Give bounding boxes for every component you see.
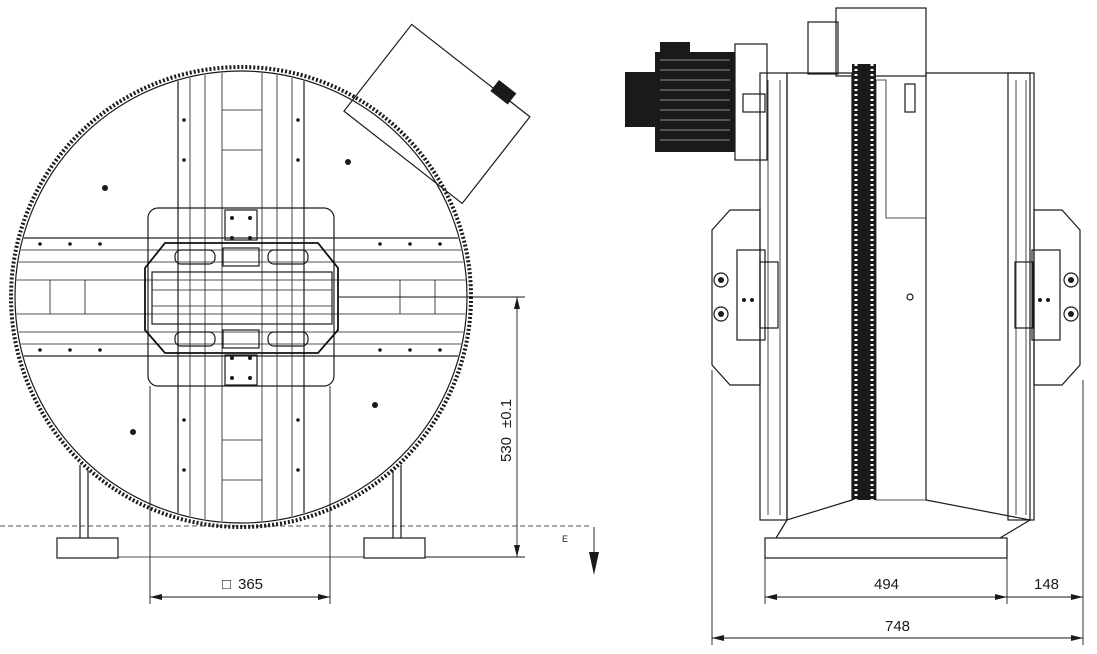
left-frame-plate xyxy=(759,72,788,521)
dim-height-530: 530 ±0.1 xyxy=(338,296,525,558)
front-base-feet xyxy=(56,465,426,559)
side-base xyxy=(764,537,1008,559)
dim-offset-148: 148 xyxy=(1007,380,1084,645)
ring-gear-section xyxy=(852,64,876,500)
front-view: E □ 365 530 ±0.1 xyxy=(0,23,599,604)
marker-label: E xyxy=(562,534,568,544)
dim-total-value: 748 xyxy=(885,618,910,635)
lever-handle xyxy=(904,83,916,113)
dim-base-value: 494 xyxy=(874,576,899,593)
top-housing xyxy=(835,7,927,77)
left-body xyxy=(786,72,853,521)
clamp-assembly xyxy=(144,209,339,386)
left-clamp xyxy=(711,209,779,386)
top-housing-left xyxy=(807,21,839,75)
horizontal-slot-band xyxy=(16,237,466,357)
right-clamp xyxy=(1014,209,1081,386)
dim-height-tolerance: ±0.1 xyxy=(498,399,515,428)
dim-height-value: 530 xyxy=(498,437,515,462)
motor-box xyxy=(343,23,531,205)
servo-motor xyxy=(625,42,768,161)
dim-base-494: 494 xyxy=(764,558,1008,604)
dim-width-365: □ 365 xyxy=(149,386,331,604)
dim-width-value: 365 xyxy=(238,576,263,593)
mounting-holes xyxy=(38,118,442,472)
marker-arrow xyxy=(589,552,599,575)
dim-offset-value: 148 xyxy=(1034,576,1059,593)
dim-total-748: 748 xyxy=(711,370,1083,645)
vertical-slot-band xyxy=(177,72,305,522)
side-view: 494 148 748 xyxy=(625,7,1084,645)
dim-width-symbol: □ xyxy=(222,576,231,593)
hub-section xyxy=(875,79,927,501)
center-plate xyxy=(147,207,335,387)
